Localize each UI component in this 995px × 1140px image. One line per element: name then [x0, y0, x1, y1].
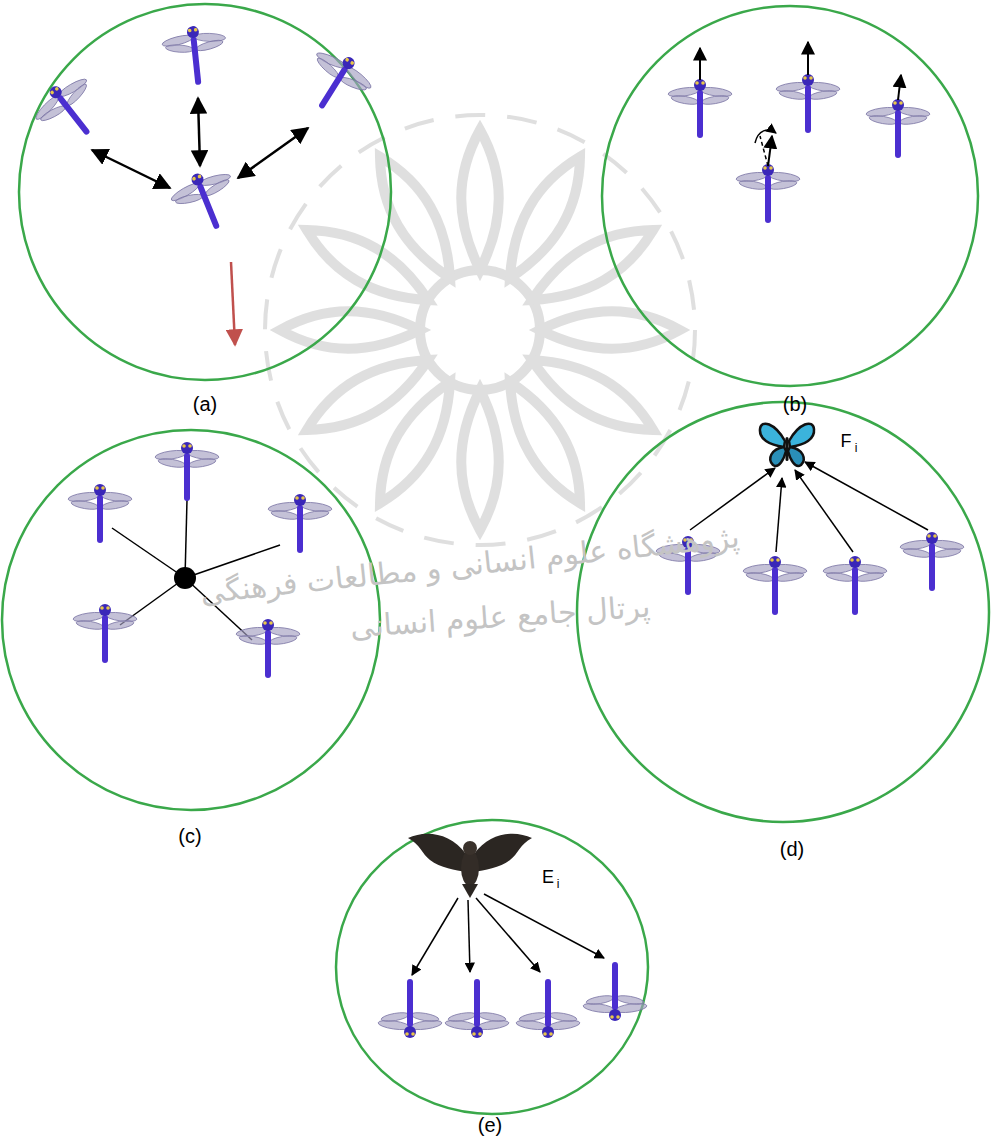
butterfly: [760, 424, 814, 466]
alignment-scene: [668, 42, 931, 223]
watermark: پرتال جامع علوم انسانی: [349, 590, 651, 644]
panel-label: (b): [783, 393, 807, 415]
panel-label: (e): [478, 1114, 502, 1136]
scene-circle: [2, 4, 989, 1114]
eagle: [408, 834, 532, 898]
watermark: پژوهشگاه علوم انسانی و مطالعات فرهنگی: [199, 520, 741, 609]
symbol-subscript: i: [855, 442, 858, 455]
panel-label: (d): [780, 838, 804, 860]
symbol-label: F: [841, 432, 852, 452]
panel-label: (c): [178, 825, 201, 847]
enemy-scene: [378, 834, 648, 1038]
separation-scene: [26, 23, 379, 345]
symbol-subscript: i: [557, 878, 560, 891]
food-scene: [656, 424, 965, 615]
symbol-label: E: [542, 868, 554, 888]
cohesion-scene: [68, 442, 333, 678]
panel-label: (a): [193, 393, 217, 415]
